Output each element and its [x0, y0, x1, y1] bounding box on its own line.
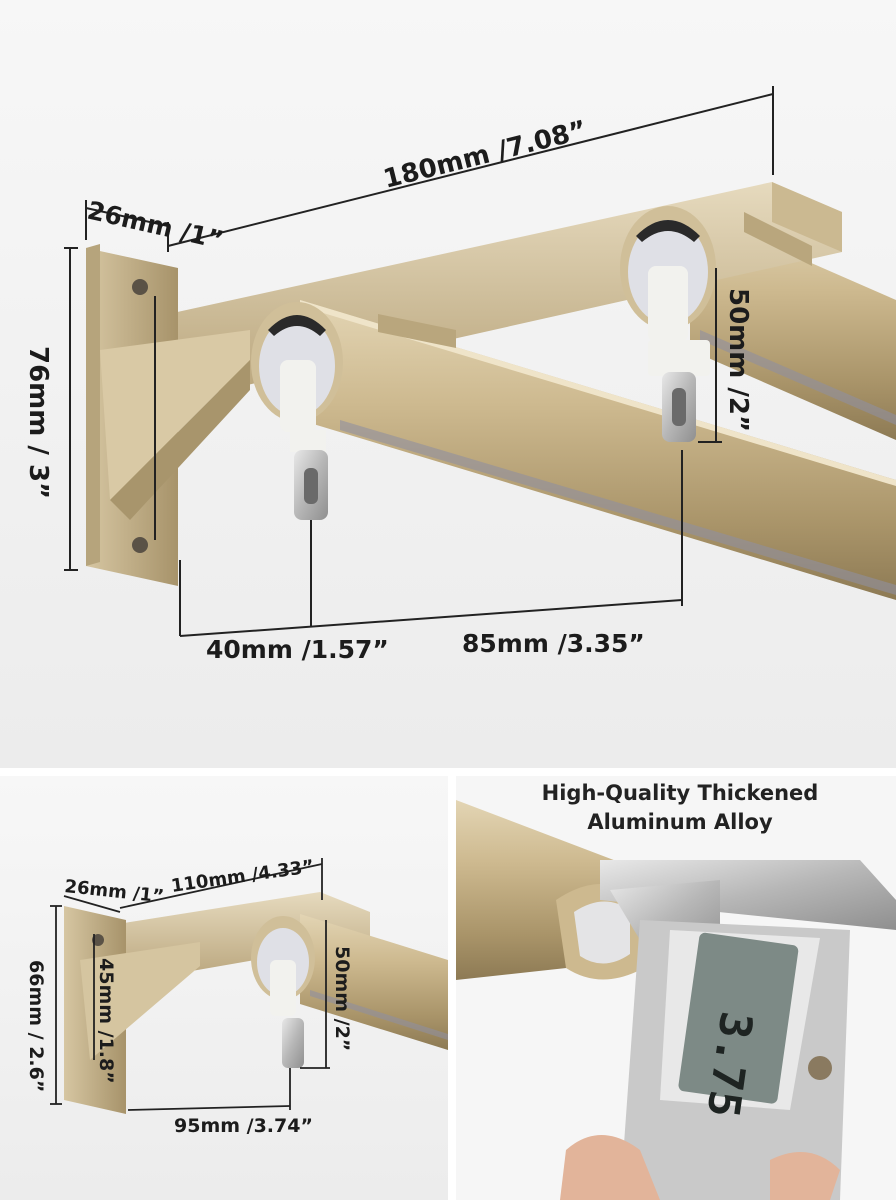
top-second-rail-label: 85mm /3.35”	[462, 629, 645, 658]
bottom-height-label: 66mm / 2.6”	[25, 960, 47, 1092]
horizontal-divider	[0, 768, 896, 776]
bottom-left-panel	[0, 776, 448, 1200]
measured-rail-inner	[574, 901, 630, 964]
vertical-divider	[448, 776, 456, 1200]
bottom-rail-offset-label: 95mm /3.74”	[174, 1115, 313, 1137]
top-panel	[0, 0, 896, 768]
single-hook	[282, 1018, 304, 1068]
panel-title-line1: High-Quality Thickened	[542, 781, 819, 805]
single-rail	[300, 914, 448, 1050]
top-dimension-lines	[64, 86, 774, 637]
top-height-label: 76mm / 3”	[23, 346, 53, 499]
bracket-end-lip	[772, 182, 842, 252]
back-glider-hook	[648, 266, 710, 442]
front-rail-profile	[251, 302, 343, 422]
caliper-thumb-screw-icon	[808, 1056, 832, 1080]
single-brace	[80, 942, 200, 1060]
screw-hole-icon	[132, 537, 148, 553]
single-rail-groove	[310, 990, 448, 1040]
bottom-right-panel: 3.75	[456, 776, 896, 1200]
bottom-rail-height-label: 50mm /2”	[331, 946, 353, 1051]
caliper-jaw	[600, 860, 896, 930]
bottom-inner-height-label: 45mm /1.8”	[95, 958, 117, 1084]
screw-hole-icon	[132, 279, 148, 295]
bracket-brace	[100, 330, 250, 500]
rail-clip	[378, 314, 456, 348]
single-glider	[270, 960, 296, 1016]
panel-title-line2: Aluminum Alloy	[587, 810, 773, 834]
hand	[560, 1135, 660, 1200]
caliper-lcd	[678, 932, 799, 1104]
screw-hole-icon	[92, 934, 104, 946]
front-glider-hook	[280, 360, 328, 520]
rail-clip	[744, 212, 812, 266]
top-rail-height-label: 50mm /2”	[723, 288, 753, 432]
bottom-left-dimension-lines	[50, 858, 330, 1111]
hand-finger	[770, 1152, 840, 1200]
bracket-brace-shadow	[110, 360, 250, 520]
top-first-rail-label: 40mm /1.57”	[206, 635, 389, 664]
